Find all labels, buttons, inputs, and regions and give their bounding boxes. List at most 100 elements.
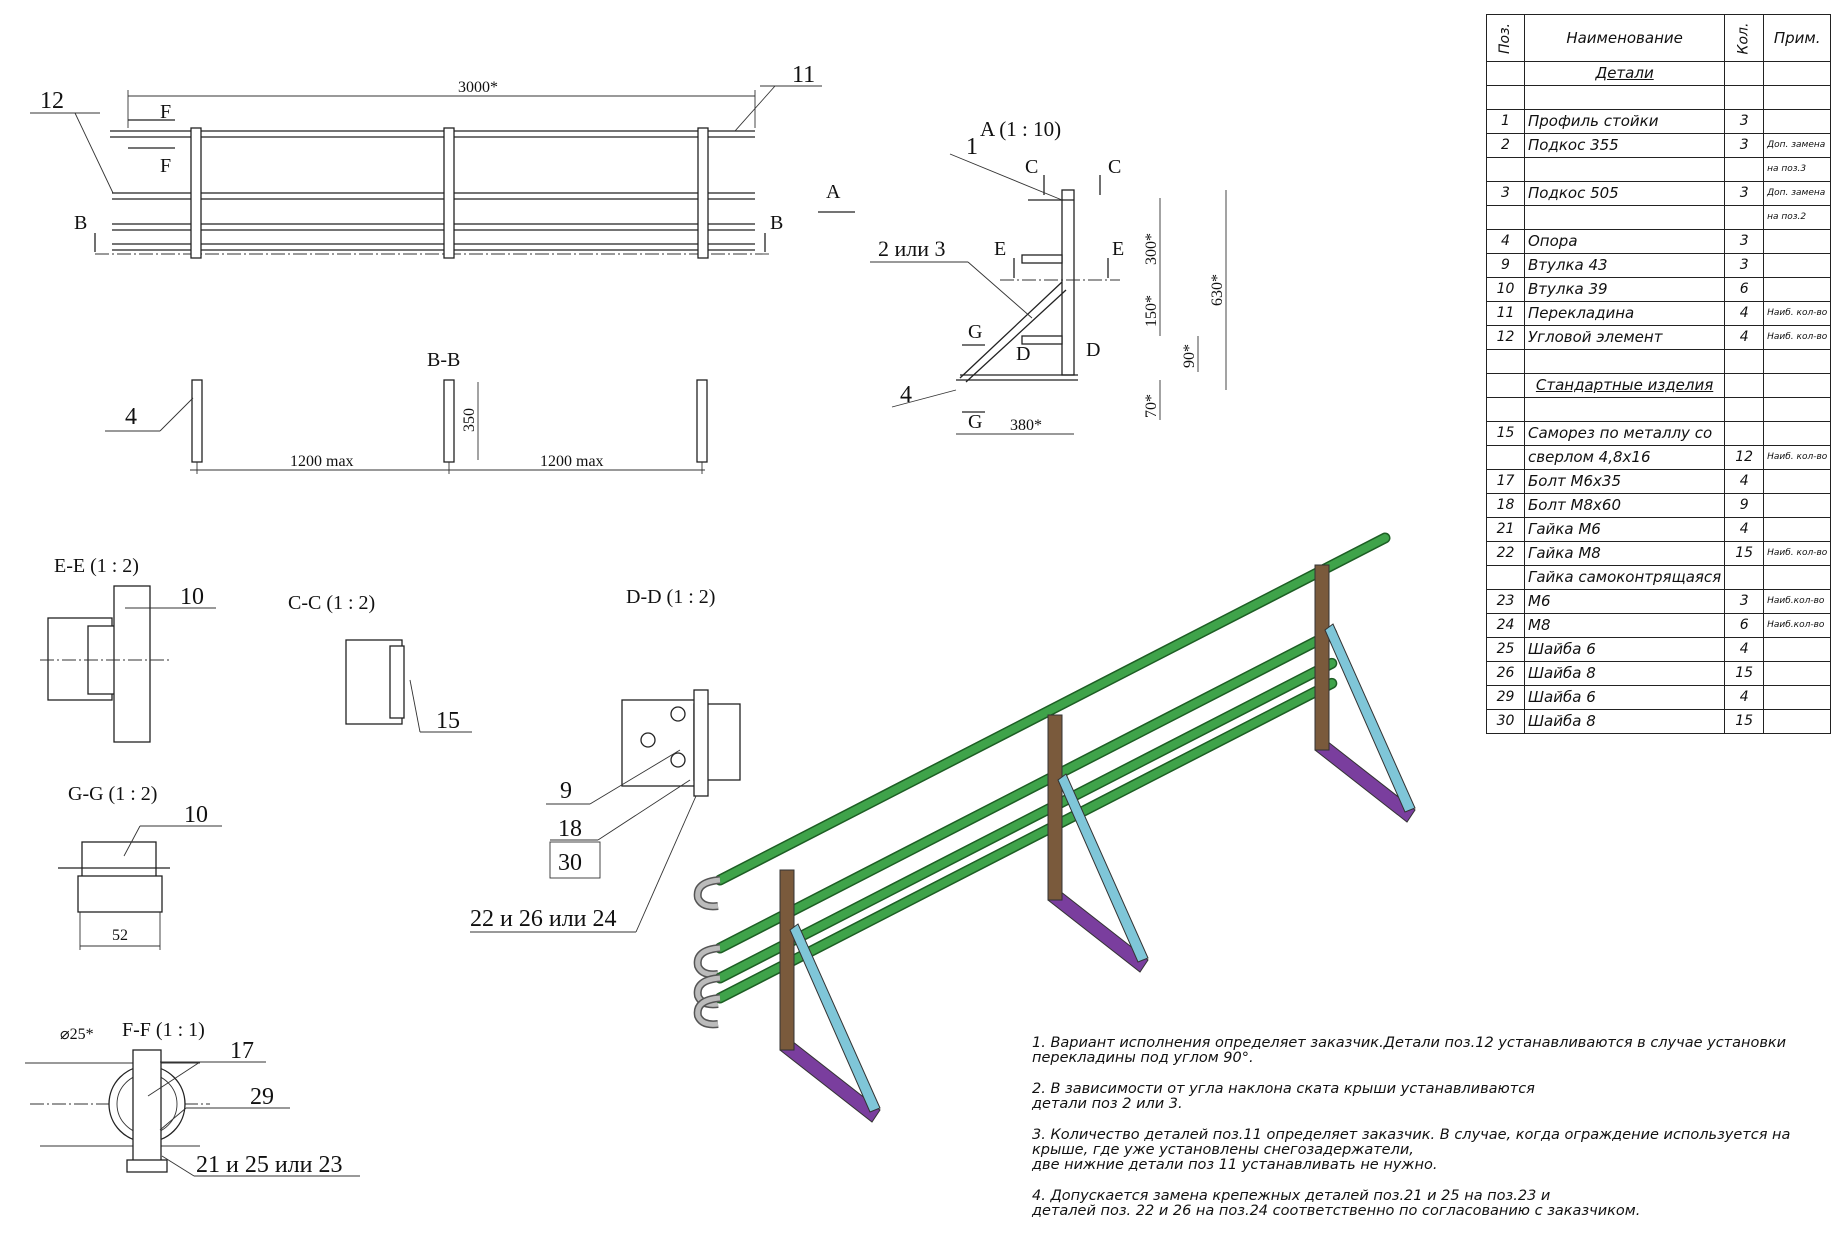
- callout-29: 29: [250, 1084, 274, 1110]
- spec-cell-name: Профиль стойки: [1523, 109, 1726, 134]
- spec-cell-pos: [1486, 373, 1525, 398]
- spec-cell-name: Гайка М6: [1523, 517, 1726, 542]
- spec-row: [1486, 349, 1832, 374]
- c-label-left: C: [1025, 156, 1038, 178]
- spec-cell-qty: [1724, 85, 1765, 110]
- spec-cell-note: Доп. замена: [1763, 133, 1832, 158]
- dim-70: 70*: [1143, 394, 1160, 418]
- spec-cell-pos: 3: [1486, 181, 1525, 206]
- spec-cell-note: [1763, 637, 1832, 662]
- view-a: A (1 : 10) C C E E G G D D 300* 150* 90*: [870, 117, 1227, 435]
- height-350: 350: [461, 408, 478, 432]
- spec-cell-name: Гайка М8: [1523, 541, 1726, 566]
- spec-cell-qty: 15: [1724, 661, 1765, 686]
- section-b-label-right: B: [770, 212, 783, 234]
- spec-cell-note: [1763, 517, 1832, 542]
- section-gg: G-G (1 : 2) 52 10: [58, 783, 222, 950]
- rail-hook-highlight: [695, 975, 721, 1007]
- spec-cell-qty: 4: [1724, 517, 1765, 542]
- spec-cell-qty: 3: [1724, 229, 1765, 254]
- c-label-right: C: [1108, 156, 1121, 178]
- spec-cell-qty: [1724, 373, 1765, 398]
- dim-90: 90*: [1181, 344, 1198, 368]
- spec-cell-name: [1523, 397, 1726, 422]
- spec-cell-pos: 15: [1486, 421, 1525, 446]
- section-ee: E-E (1 : 2) 10: [40, 555, 216, 743]
- section-f-label-bottom: F: [160, 155, 171, 177]
- spec-cell-name: Гайка самоконтрящаяся: [1523, 565, 1726, 590]
- spec-cell-note: [1763, 421, 1832, 446]
- spec-cell-qty: [1724, 205, 1765, 230]
- spec-cell-pos: 18: [1486, 493, 1525, 518]
- dim-300: 300*: [1143, 233, 1160, 265]
- spec-cell-pos: 26: [1486, 661, 1525, 686]
- spec-cell-name: Перекладина: [1523, 301, 1726, 326]
- callout-fasteners-ff: 21 и 25 или 23: [196, 1152, 343, 1178]
- col-note: Прим.: [1763, 14, 1832, 62]
- callout-30: 30: [558, 850, 582, 876]
- spec-cell-qty: 4: [1724, 325, 1765, 350]
- spec-cell-note: [1763, 709, 1832, 734]
- post: [1314, 564, 1330, 751]
- notes: 1. Вариант исполнения определяет заказчи…: [1032, 1036, 1812, 1235]
- spec-cell-qty: [1724, 157, 1765, 182]
- spec-cell-pos: 22: [1486, 541, 1525, 566]
- spec-cell-pos: 23: [1486, 589, 1525, 614]
- spec-cell-name: Подкос 355: [1523, 133, 1726, 158]
- spec-cell-note: на поз.3: [1763, 157, 1832, 182]
- brace: [1057, 773, 1149, 963]
- spec-cell-note: [1763, 661, 1832, 686]
- spec-cell-name: Втулка 43: [1523, 253, 1726, 278]
- spec-row: Детали: [1486, 61, 1832, 86]
- spec-cell-pos: 11: [1486, 301, 1525, 326]
- spec-cell-name: сверлом 4,8х16: [1523, 445, 1726, 470]
- spec-cell-note: на поз.2: [1763, 205, 1832, 230]
- spec-cell-name: Подкос 505: [1523, 181, 1726, 206]
- callout-2-or-3: 2 или 3: [878, 236, 946, 261]
- callout-12: 12: [40, 88, 64, 114]
- note-3: 3. Количество деталей поз.11 определяет …: [1032, 1127, 1791, 1173]
- spec-cell-qty: 15: [1724, 541, 1765, 566]
- spec-cell-name: Шайба 6: [1523, 685, 1726, 710]
- spec-cell-note: Доп. замена: [1763, 181, 1832, 206]
- spec-cell-pos: [1486, 85, 1525, 110]
- spec-cell-qty: 4: [1724, 301, 1765, 326]
- spec-cell-pos: 10: [1486, 277, 1525, 302]
- spec-cell-pos: [1486, 157, 1525, 182]
- note-4: 4. Допускается замена крепежных деталей …: [1032, 1188, 1641, 1219]
- spec-cell-qty: 3: [1724, 253, 1765, 278]
- spec-cell-qty: 12: [1724, 445, 1765, 470]
- spec-cell-note: [1763, 469, 1832, 494]
- spec-cell-qty: 3: [1724, 133, 1765, 158]
- spec-cell-pos: 1: [1486, 109, 1525, 134]
- spec-cell-qty: 6: [1724, 613, 1765, 638]
- spec-cell-qty: 3: [1724, 589, 1765, 614]
- e-label-left: E: [994, 238, 1006, 260]
- spec-cell-pos: 17: [1486, 469, 1525, 494]
- spec-cell-pos: 24: [1486, 613, 1525, 638]
- diameter-25: ⌀25*: [60, 1026, 94, 1043]
- rail-hook-highlight: [695, 877, 721, 909]
- spec-row: [1486, 85, 1832, 110]
- spec-cell-name: Болт М6х35: [1523, 469, 1726, 494]
- dim-380: 380*: [1010, 417, 1042, 434]
- col-qty: Кол.: [1724, 14, 1765, 62]
- spec-cell-note: [1763, 61, 1832, 86]
- spec-cell-note: Наиб. кол-во: [1763, 541, 1832, 566]
- spec-cell-qty: 3: [1724, 109, 1765, 134]
- callout-10-ee: 10: [180, 584, 204, 610]
- section-dd: D-D (1 : 2) 9 18 30 22 и 26 или 24: [470, 586, 741, 933]
- spec-cell-qty: [1724, 397, 1765, 422]
- callout-15: 15: [436, 708, 460, 734]
